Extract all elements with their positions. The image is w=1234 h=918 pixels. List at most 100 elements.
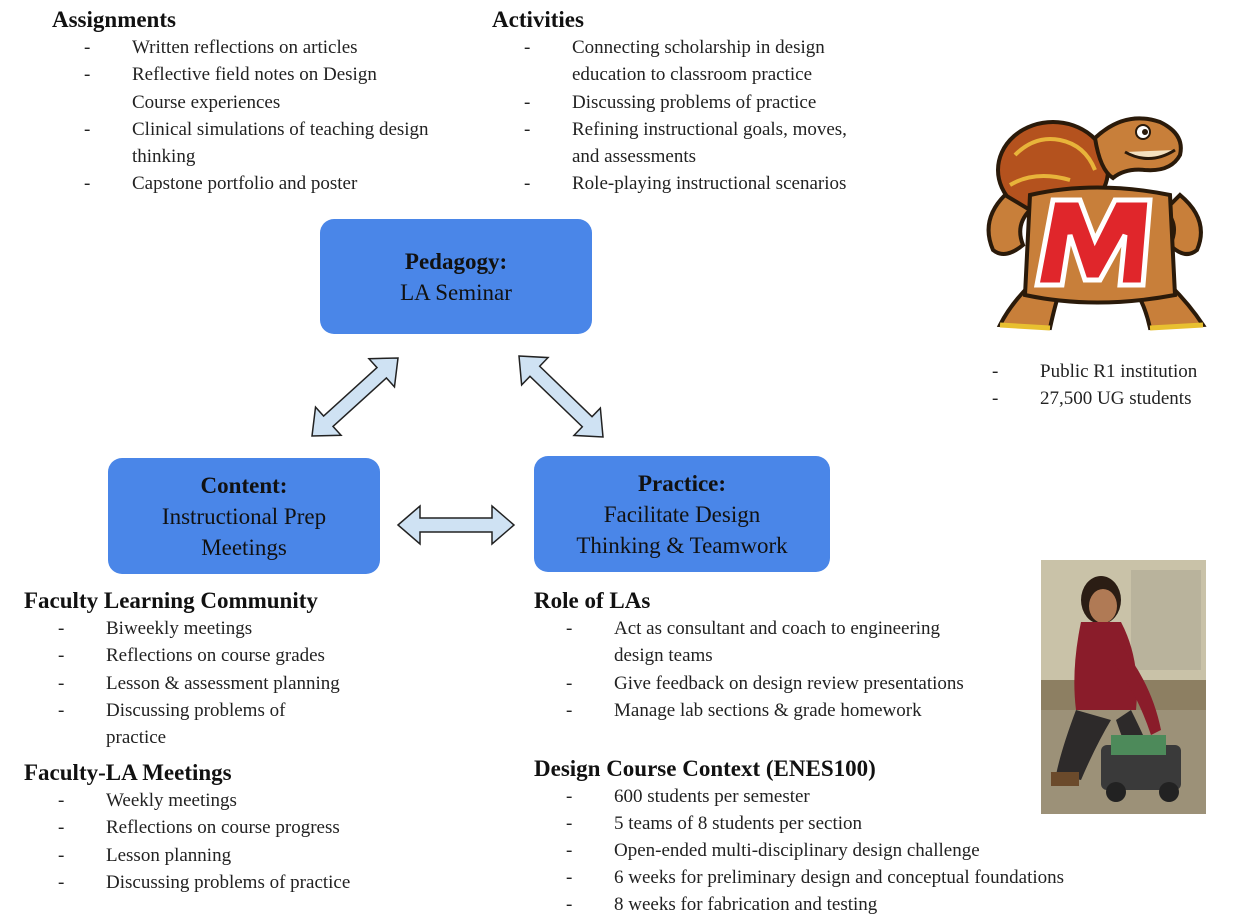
content-line-2: Meetings <box>201 534 287 560</box>
assignments-heading: Assignments <box>52 7 176 32</box>
roles-list: - Act as consultant and coach to engineer… <box>566 615 1044 724</box>
list-item-text: Open-ended multi-disciplinary design cha… <box>614 840 980 861</box>
list-item-text: Reflective field notes on Design <box>132 64 377 86</box>
bullet-dash: - <box>58 790 65 811</box>
list-item: - Connecting scholarship in design educati… <box>524 34 922 89</box>
bullet-dash: - <box>58 699 65 721</box>
list-item: -Give feedback on design review presenta… <box>566 670 1044 697</box>
bullet-dash: - <box>566 840 573 861</box>
practice-line-1: Facilitate Design <box>603 501 761 527</box>
bullet-dash: - <box>58 871 65 893</box>
student-robot-photo <box>1041 560 1206 814</box>
bullet-dash: - <box>524 173 531 195</box>
list-item: - Written reflections on articles <box>84 34 502 61</box>
list-item: -Discussing problems of practice <box>524 89 922 116</box>
list-item-text: design teams <box>614 645 713 667</box>
context-list: - 600 students per semester - 5 teams of 8 … <box>566 783 1194 918</box>
list-item-text: 6 weeks for preliminary design and conce… <box>614 867 1065 888</box>
list-item-text: practice <box>106 727 167 749</box>
bullet-dash: - <box>84 37 91 58</box>
list-item: - Lesson & assessment planning <box>58 670 424 697</box>
content-line-1: Instructional Prep <box>161 503 327 529</box>
flc-heading: Faculty Learning Community <box>24 588 318 613</box>
list-item-text: Biweekly meetings <box>106 618 253 639</box>
fla-list: - Weekly meetings - Reflections on course p… <box>58 787 424 896</box>
list-item: - Role-playing instructional scenarios <box>524 170 922 197</box>
assignments-section: Assignments - Written reflections on arti… <box>52 6 502 198</box>
pedagogy-title: Pedagogy: <box>404 248 508 274</box>
faculty-learning-community-section: Faculty Learning Community -Biweekly mee… <box>24 587 424 751</box>
content-practice-arrow <box>396 504 516 546</box>
list-item-text: Written reflections on articles <box>132 37 358 58</box>
list-item-text: Act as consultant and coach to engineeri… <box>614 618 941 639</box>
list-item-text: 5 teams of 8 students per section <box>614 813 863 834</box>
list-item-text: Reflections on course progress <box>106 817 340 839</box>
list-item-text: 27,500 UG students <box>1040 388 1192 410</box>
bullet-dash: - <box>566 867 573 888</box>
faculty-la-meetings-section: Faculty-LA Meetings - Weekly meetings - Ref… <box>24 759 424 896</box>
list-item-text: Lesson & assessment planning <box>106 672 340 694</box>
list-item-text: thinking <box>132 146 196 168</box>
list-item-text: Refining instructional goals, moves, <box>572 118 847 140</box>
list-item: -Biweekly meetings <box>58 615 424 642</box>
list-item-text: Lesson planning <box>106 844 232 866</box>
bullet-dash: - <box>84 173 91 195</box>
list-item: - Reflections on course progress <box>58 814 424 841</box>
roles-heading: Role of LAs <box>534 588 651 613</box>
institution-list: - Public R1 institution - 27,500 UG student… <box>992 358 1232 413</box>
list-item: - 5 teams of 8 students per section <box>566 810 1194 837</box>
bullet-dash: - <box>58 645 65 667</box>
bullet-dash: - <box>84 64 91 86</box>
bullet-dash: - <box>566 672 573 694</box>
list-item-text: Role-playing instructional scenarios <box>572 173 847 195</box>
list-item-text: and assessments <box>572 146 697 168</box>
bullet-dash: - <box>58 817 65 839</box>
bullet-dash: - <box>566 618 573 639</box>
list-item-text: education to classroom practice <box>572 64 813 86</box>
activities-section: Activities - Connecting scholarship in de… <box>492 6 922 198</box>
list-item: -Capstone portfolio and poster <box>84 170 502 197</box>
content-box: Content: Instructional Prep Meetings <box>108 458 380 574</box>
list-item-text: Course experiences <box>132 91 281 113</box>
bullet-dash: - <box>84 118 91 140</box>
list-item-text: Public R1 institution <box>1040 361 1198 382</box>
bullet-dash: - <box>58 672 65 694</box>
list-item: - 6 weeks for preliminary design and conc… <box>566 864 1194 891</box>
bullet-dash: - <box>566 786 573 807</box>
list-item-text: 600 students per semester <box>614 786 810 807</box>
letter-m-logo <box>1033 197 1153 288</box>
bullet-dash: - <box>566 699 573 721</box>
practice-title: Practice: <box>637 470 727 496</box>
list-item: - 27,500 UG students <box>992 385 1232 412</box>
assignments-list: - Written reflections on articles - Reflect… <box>84 34 502 198</box>
list-item: - Manage lab sections & grade homework <box>566 697 1044 724</box>
flc-list: -Biweekly meetings-Reflections on course… <box>58 615 424 751</box>
list-item-text: Connecting scholarship in design <box>572 37 825 58</box>
mascot-head <box>1092 116 1183 181</box>
list-item: - Open-ended multi-disciplinary design ch… <box>566 837 1194 864</box>
pedagogy-practice-arrow <box>518 355 604 438</box>
role-of-las-section: Role of LAs - Act as consultant and coach… <box>534 587 1044 724</box>
design-course-context-section: Design Course Context (ENES100) -600 stu… <box>534 755 1194 918</box>
pedagogy-content-arrow <box>311 357 399 437</box>
fla-heading: Faculty-LA Meetings <box>24 760 232 785</box>
practice-box: Practice: Facilitate Design Thinking & T… <box>534 456 830 572</box>
terrapin-mascot-logo: M <box>986 116 1207 331</box>
list-item: - Discussing problems of practice <box>58 869 424 896</box>
list-item: - Weekly meetings <box>58 787 424 814</box>
list-item-text: Clinical simulations of teaching design <box>132 118 429 140</box>
bullet-dash: - <box>992 388 999 410</box>
bullet-dash: - <box>992 361 999 382</box>
list-item: -Reflections on course grades <box>58 642 424 669</box>
list-item-text: Manage lab sections & grade homework <box>614 699 922 721</box>
bullet-dash: - <box>566 813 573 834</box>
bullet-dash: - <box>524 118 531 140</box>
bullet-dash: - <box>524 37 531 58</box>
list-item-text: Weekly meetings <box>106 790 237 811</box>
list-item: - 600 students per semester <box>566 783 1194 810</box>
list-item-text: Discussing problems of practice <box>106 871 351 893</box>
pedagogy-line-1: LA Seminar <box>400 279 512 305</box>
list-item: - Act as consultant and coach to engineer… <box>566 615 1044 670</box>
activities-heading: Activities <box>492 7 584 32</box>
